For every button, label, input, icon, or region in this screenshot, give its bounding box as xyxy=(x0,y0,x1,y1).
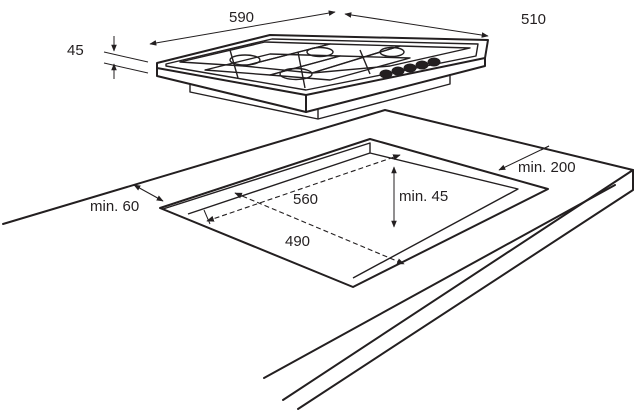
burner-icon xyxy=(229,54,261,66)
worktop-front-edge-lower xyxy=(263,184,616,379)
hob-width-dimension xyxy=(149,10,336,46)
burner-icon xyxy=(279,67,313,81)
worktop xyxy=(2,109,634,410)
burner-icon xyxy=(379,46,405,58)
cutout-width-label: 560 xyxy=(293,191,318,208)
cutout-dimensions: 560 490 min. 45 min. 200 min. 60 xyxy=(90,145,576,265)
hob-depth-label: 510 xyxy=(521,11,546,28)
worktop-front-face xyxy=(297,169,634,410)
min-front-label: min. 60 xyxy=(90,198,139,215)
burner-icon xyxy=(306,46,334,58)
hob-height-label: 45 xyxy=(67,42,84,59)
burners xyxy=(229,46,405,81)
min-front-dimension xyxy=(133,184,164,202)
min-depth-label: min. 45 xyxy=(399,188,448,205)
knob-icon xyxy=(403,63,417,73)
knob-icon xyxy=(415,60,429,70)
control-knobs xyxy=(379,57,441,79)
knob-icon xyxy=(379,69,393,79)
cutout-depth-dimension xyxy=(234,192,405,265)
hob-dimensions: 590 510 45 xyxy=(67,9,546,79)
hob xyxy=(156,34,489,120)
cutout-depth-label: 490 xyxy=(285,233,310,250)
knob-icon xyxy=(427,57,441,67)
hob-width-label: 590 xyxy=(229,9,254,26)
worktop-top-outline xyxy=(2,109,634,401)
min-back-label: min. 200 xyxy=(518,159,576,176)
min-back-dimension xyxy=(498,145,550,171)
hob-depth-dimension xyxy=(344,12,489,38)
knob-icon xyxy=(391,66,405,76)
